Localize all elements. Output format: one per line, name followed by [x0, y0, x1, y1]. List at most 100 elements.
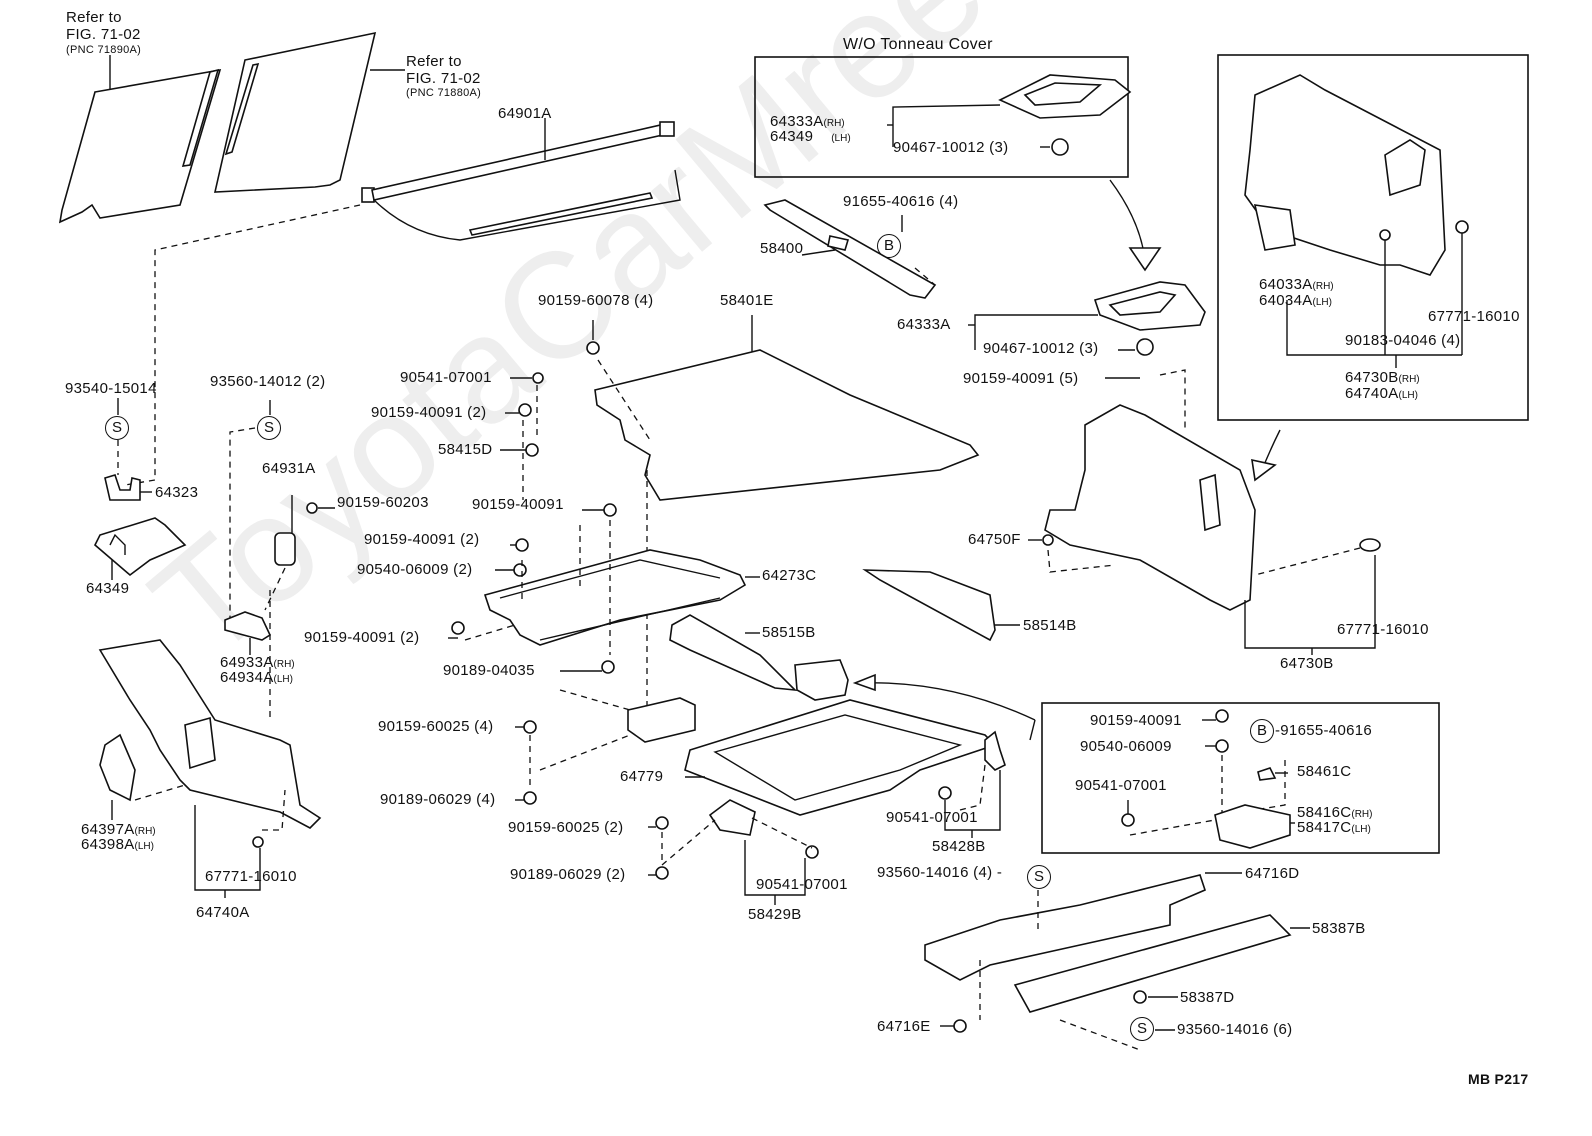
panel-64716D — [924, 874, 1206, 981]
side-rh: (RH) — [1398, 374, 1420, 385]
part-number: 64934A — [220, 669, 274, 686]
label-90541-07001-c: 90541-07001 — [886, 809, 978, 826]
label-93560-14016-6: 93560-14016 (6) — [1177, 1021, 1293, 1038]
label-58401E: 58401E — [720, 292, 774, 309]
part-number: 64033A — [1259, 276, 1313, 293]
symbol-s: S — [1130, 1017, 1154, 1041]
label-91655-40616-inset: -91655-40616 — [1275, 722, 1373, 739]
board-right — [213, 31, 377, 193]
strip-58515B — [669, 614, 798, 692]
label-64273C: 64273C — [762, 567, 817, 584]
label-64323: 64323 — [155, 484, 199, 501]
label-64033A-rh: 64033A(RH) — [1259, 277, 1334, 295]
label-90189-06029-2: 90189-06029 (2) — [510, 866, 626, 883]
part-number: 64034A — [1259, 292, 1313, 309]
ref-note-left-line1: Refer to — [66, 9, 122, 26]
label-64740A-lh: 64740A(LH) — [1345, 386, 1418, 404]
inset-title: W/O Tonneau Cover — [843, 36, 993, 53]
label-64931A: 64931A — [262, 460, 316, 477]
label-90159-60025-4: 90159-60025 (4) — [378, 718, 494, 735]
symbol-s: S — [1027, 865, 1051, 889]
label-58416C-rh: 58416C(RH) — [1297, 805, 1372, 823]
label-67771-16010-mid: 67771-16010 — [1337, 621, 1429, 638]
label-90541-07001-b: 90541-07001 — [756, 876, 848, 893]
label-93540-15014: 93540-15014 — [65, 380, 157, 397]
ref-note-right-line2: FIG. 71-02 — [406, 70, 481, 87]
symbol-b: B — [877, 234, 901, 258]
label-90540-06009-2: 90540-06009 (2) — [357, 561, 473, 578]
label-90541-07001-a: 90541-07001 — [400, 369, 492, 386]
label-93560-14016-4: 93560-14016 (4) - — [877, 864, 1003, 881]
ref-note-left-line2: FIG. 71-02 — [66, 26, 141, 43]
ref-note-right-line1: Refer to — [406, 53, 462, 70]
label-64034A-lh: 64034A(LH) — [1259, 293, 1332, 311]
label-90159-40091-inset: 90159-40091 — [1090, 712, 1182, 729]
label-58428B: 58428B — [932, 838, 986, 855]
part-number: 64398A — [81, 836, 135, 853]
side-lh: (LH) — [1312, 297, 1332, 308]
label-90183-04046-4: 90183-04046 (4) — [1345, 332, 1461, 349]
label-90159-40091-2c: 90159-40091 (2) — [304, 629, 420, 646]
side-trim-inset — [1244, 74, 1446, 276]
label-64349-lh-inset: 64349 (LH) — [770, 129, 851, 147]
label-64740A: 64740A — [196, 904, 250, 921]
part-number: 64397A — [81, 821, 135, 838]
label-90159-40091-2a: 90159-40091 (2) — [371, 404, 487, 421]
label-64333A: 64333A — [897, 316, 951, 333]
part-number: 64333A — [770, 113, 824, 130]
label-90467-inset: 90467-10012 (3) — [893, 139, 1009, 156]
label-93560-14012-2: 93560-14012 (2) — [210, 373, 326, 390]
side-rh: (RH) — [273, 659, 295, 670]
label-64398A-lh: 64398A(LH) — [81, 837, 154, 855]
side-rh: (RH) — [134, 826, 156, 837]
board-left — [58, 68, 222, 224]
label-64934A-lh: 64934A(LH) — [220, 670, 293, 688]
side-rh: (RH) — [1351, 809, 1373, 820]
bracket-58416C — [1214, 804, 1291, 849]
hook-inset — [998, 74, 1132, 119]
inset-box-tonneau — [754, 56, 1129, 178]
side-lh: (LH) — [273, 674, 293, 685]
bracket-64931A — [274, 532, 296, 566]
hook-64333A — [1093, 281, 1206, 331]
label-91655-40616-4: 91655-40616 (4) — [843, 193, 959, 210]
label-58461C: 58461C — [1297, 763, 1352, 780]
label-90159-60025-2: 90159-60025 (2) — [508, 819, 624, 836]
symbol-b: B — [1250, 719, 1274, 743]
part-number: 58417C — [1297, 819, 1352, 836]
bracket-58428B — [984, 730, 1006, 771]
label-64901A: 64901A — [498, 105, 552, 122]
label-90159-40091-5: 90159-40091 (5) — [963, 370, 1079, 387]
label-58417C-lh: 58417C(LH) — [1297, 820, 1371, 838]
rail-58400 — [763, 199, 937, 299]
side-lh: (LH) — [1398, 390, 1418, 401]
side-lh: (LH) — [134, 841, 154, 852]
bracket-center — [627, 697, 696, 743]
label-58515B: 58515B — [762, 624, 816, 641]
part-number: 64933A — [220, 654, 274, 671]
label-90541-07001-inset: 90541-07001 — [1075, 777, 1167, 794]
label-58429B: 58429B — [748, 906, 802, 923]
label-64933A-rh: 64933A(RH) — [220, 655, 295, 673]
label-90467-10012-3: 90467-10012 (3) — [983, 340, 1099, 357]
side-lh: (LH) — [1351, 824, 1371, 835]
label-90159-40091-2b: 90159-40091 (2) — [364, 531, 480, 548]
label-58400: 58400 — [760, 240, 804, 257]
label-64730B-rh: 64730B(RH) — [1345, 370, 1420, 388]
label-90159-60078-4: 90159-60078 (4) — [538, 292, 654, 309]
part-number: 64730B — [1345, 369, 1399, 386]
side-rh: (RH) — [1312, 281, 1334, 292]
label-64730B: 64730B — [1280, 655, 1334, 672]
part-number: 64349 — [770, 128, 814, 145]
label-90159-60203: 90159-60203 — [337, 494, 429, 511]
tray-64349 — [94, 517, 187, 577]
tonneau-cover-64901A — [361, 121, 681, 241]
label-64750F: 64750F — [968, 531, 1021, 548]
inset-box-brackets — [1041, 702, 1440, 854]
side-trim-64740A — [98, 639, 322, 829]
label-58415D: 58415D — [438, 441, 493, 458]
sill-58387B — [1013, 914, 1292, 1013]
side-lh: (LH) — [831, 133, 851, 144]
tray-64273C — [483, 549, 747, 646]
bracket-58429B — [708, 799, 756, 836]
